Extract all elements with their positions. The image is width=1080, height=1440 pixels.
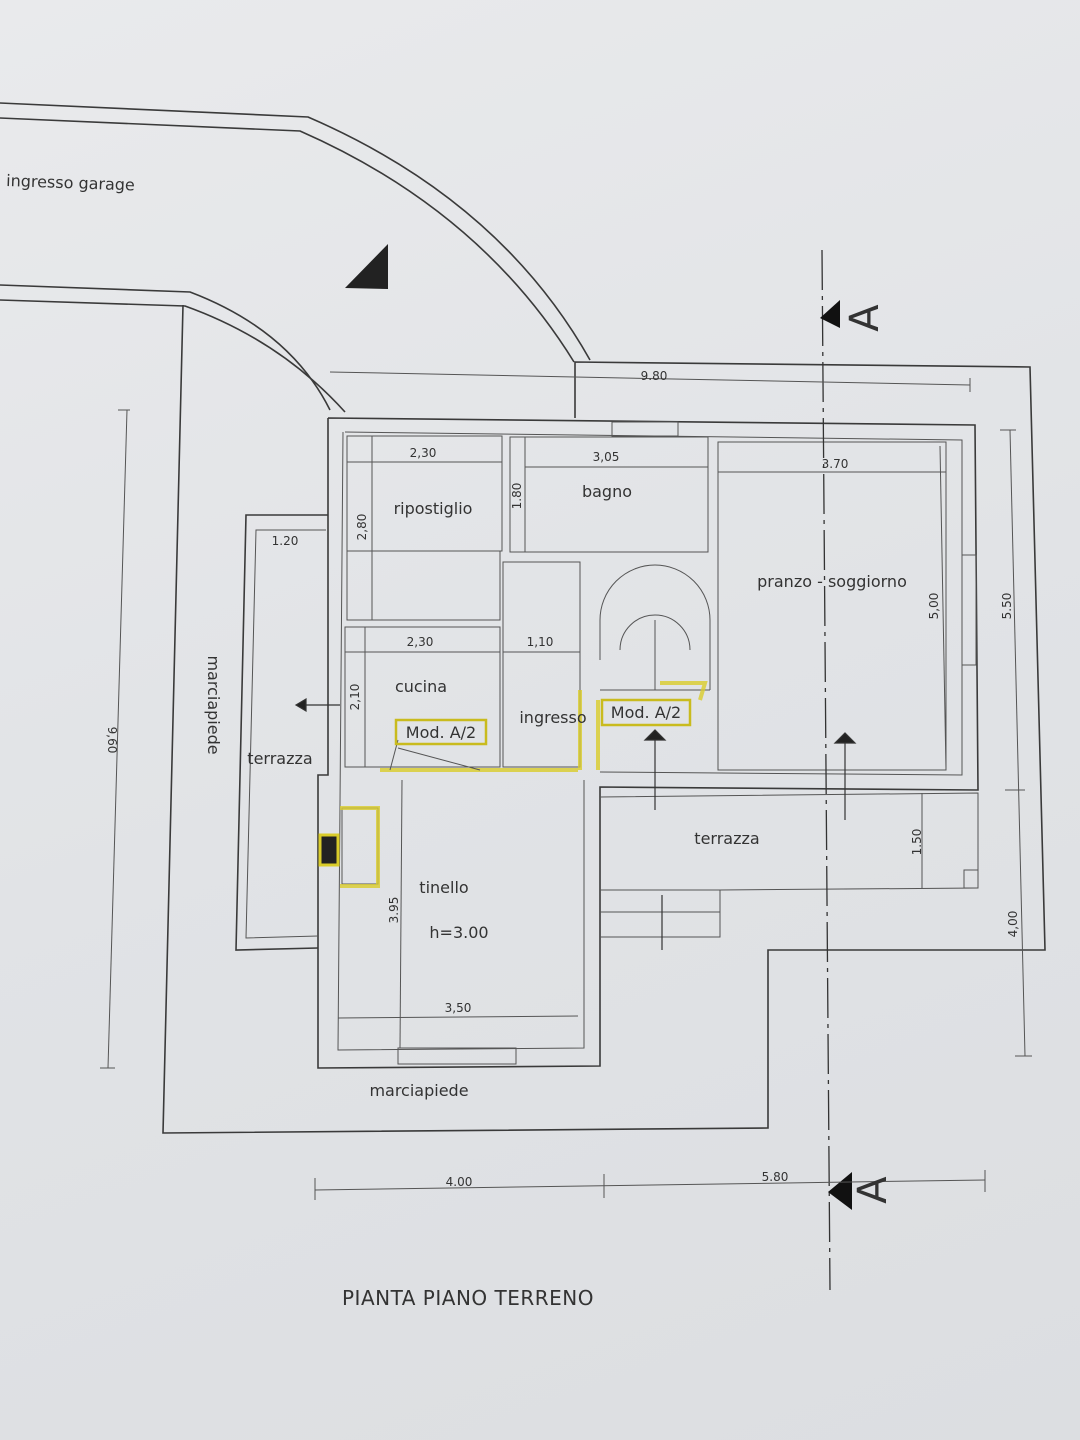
dim-living-width: 3.70 xyxy=(822,457,849,471)
dim-bathroom-width: 3,05 xyxy=(593,450,620,464)
dim-overall-left: 9,60 xyxy=(105,727,119,754)
annotation-mod-kitchen: Mod. A/2 xyxy=(406,723,476,742)
label-sidewalk-left: marciapiede xyxy=(204,655,223,754)
section-arrow-top-icon xyxy=(820,300,840,328)
room-storage: ripostiglio xyxy=(394,499,473,518)
dim-bottom-left: 4.00 xyxy=(446,1175,473,1189)
direction-arrows xyxy=(294,697,857,950)
dim-dining-width: 3,50 xyxy=(445,1001,472,1015)
label-terrace-left: terrazza xyxy=(247,749,312,768)
section-arrow-bottom-icon xyxy=(828,1172,852,1210)
label-sidewalk-bottom: marciapiede xyxy=(369,1081,468,1100)
dim-terrace-right: 1.50 xyxy=(910,829,924,856)
dim-storage-depth: 2,80 xyxy=(355,514,369,541)
dim-right-upper: 5.50 xyxy=(1000,593,1014,620)
label-terrace-right: terrazza xyxy=(694,829,759,848)
dim-bathroom-depth: 1.80 xyxy=(510,483,524,510)
dim-overall-top: 9.80 xyxy=(641,369,668,383)
mod-box-stairs xyxy=(600,698,692,727)
dim-kitchen-width: 2,30 xyxy=(407,635,434,649)
dim-terrace-left: 1.20 xyxy=(272,534,299,548)
dimension-lines xyxy=(100,371,1032,1200)
modification-highlights xyxy=(318,681,708,888)
room-bathroom: bagno xyxy=(582,482,632,501)
section-label-top: A xyxy=(842,304,888,332)
building-walls xyxy=(235,417,979,1069)
entrance-arrow-icon xyxy=(345,244,388,289)
dim-living-depth: 5,00 xyxy=(927,593,941,620)
annotation-mod-stairs: Mod. A/2 xyxy=(611,703,681,722)
drawing-title: PIANTA PIANO TERRENO xyxy=(342,1286,594,1310)
dim-entrance-width: 1,10 xyxy=(527,635,554,649)
dim-dining-depth: 3.95 xyxy=(387,897,401,924)
room-dining-height: h=3.00 xyxy=(429,923,488,942)
dim-bottom-right: 5.80 xyxy=(762,1170,789,1184)
room-dining: tinello xyxy=(419,878,468,897)
mod-box-kitchen xyxy=(394,718,488,746)
dim-storage-width: 2,30 xyxy=(410,446,437,460)
section-label-bottom: A xyxy=(850,1176,896,1204)
dim-right-lower: 4,00 xyxy=(1006,911,1020,938)
label-garage-entrance: ingresso garage xyxy=(6,171,135,194)
section-line-a xyxy=(821,249,831,1291)
garage-driveway xyxy=(0,102,591,413)
plot-boundary xyxy=(162,304,1046,1134)
room-entrance: ingresso xyxy=(519,708,586,727)
room-living: pranzo - soggiorno xyxy=(757,572,907,591)
dim-kitchen-depth: 2,10 xyxy=(348,684,362,711)
room-kitchen: cucina xyxy=(395,677,447,696)
